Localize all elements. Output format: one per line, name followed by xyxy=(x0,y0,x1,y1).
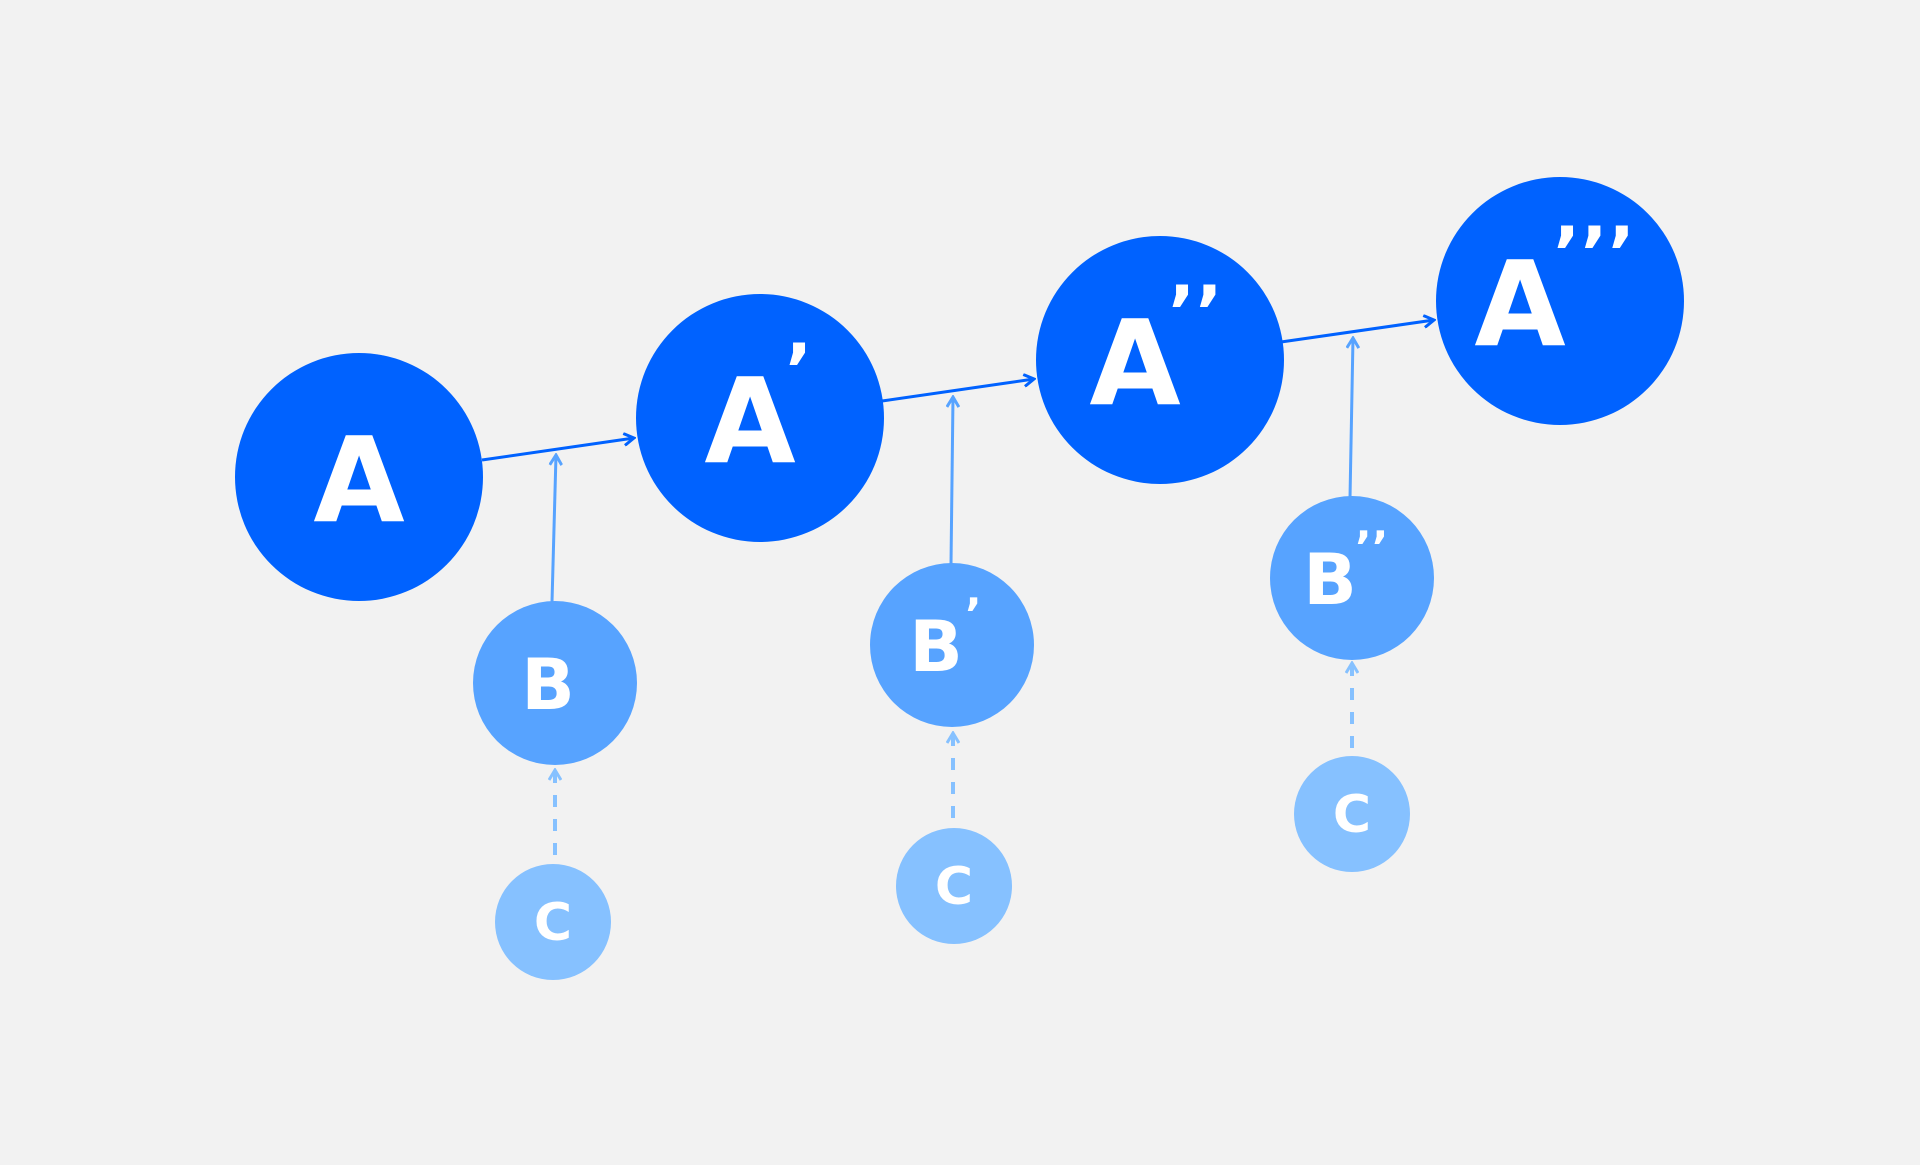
node-a: A xyxy=(235,353,483,601)
node-a-triple-prime-circle xyxy=(1436,177,1684,425)
edge-b0-to-a-edge xyxy=(552,455,556,603)
node-a-prime: A ’ xyxy=(636,294,884,542)
node-b-double-prime-circle xyxy=(1270,496,1434,660)
node-b-double-prime-marks: ’’ xyxy=(1355,523,1388,574)
node-a-circle xyxy=(235,353,483,601)
node-c-first-circle xyxy=(495,864,611,980)
node-a-triple-prime: A ’’’ xyxy=(1436,177,1684,425)
node-c-second-label: C xyxy=(935,857,973,917)
node-a-double-prime: A ’’ xyxy=(1036,236,1284,484)
node-b: B xyxy=(473,601,637,765)
node-b-circle xyxy=(473,601,637,765)
node-a-triple-prime-marks: ’’’ xyxy=(1553,211,1635,295)
node-a-prime-label: A xyxy=(704,352,795,490)
edge-a1-to-a2 xyxy=(881,379,1034,403)
node-b-prime-circle xyxy=(870,563,1034,727)
node-c-first-label: C xyxy=(534,893,572,953)
node-b-double-prime-label: B xyxy=(1303,539,1356,621)
node-b-label: B xyxy=(521,644,574,726)
node-c-third-circle xyxy=(1294,756,1410,872)
node-b-prime-label: B xyxy=(909,606,962,688)
node-c-third: C xyxy=(1294,756,1410,872)
node-b-prime-marks: ’ xyxy=(965,590,982,641)
node-a-double-prime-marks: ’’ xyxy=(1168,270,1223,354)
node-a-prime-marks: ’ xyxy=(785,328,812,412)
edge-b2-to-a-edge xyxy=(1350,338,1353,499)
node-c-second-circle xyxy=(896,828,1012,944)
node-c-third-label: C xyxy=(1333,785,1371,845)
node-b-prime: B ’ xyxy=(870,563,1034,727)
node-b-double-prime: B ’’ xyxy=(1270,496,1434,660)
edge-b1-to-a-edge xyxy=(951,397,953,565)
node-a-label: A xyxy=(313,411,404,549)
node-a-prime-circle xyxy=(636,294,884,542)
node-a-triple-prime-label: A xyxy=(1474,235,1565,373)
node-a-double-prime-circle xyxy=(1036,236,1284,484)
node-c-second: C xyxy=(896,828,1012,944)
edge-a2-to-a3 xyxy=(1280,320,1434,344)
edge-a0-to-a1 xyxy=(481,438,634,462)
node-a-double-prime-label: A xyxy=(1089,294,1180,432)
node-c-first: C xyxy=(495,864,611,980)
